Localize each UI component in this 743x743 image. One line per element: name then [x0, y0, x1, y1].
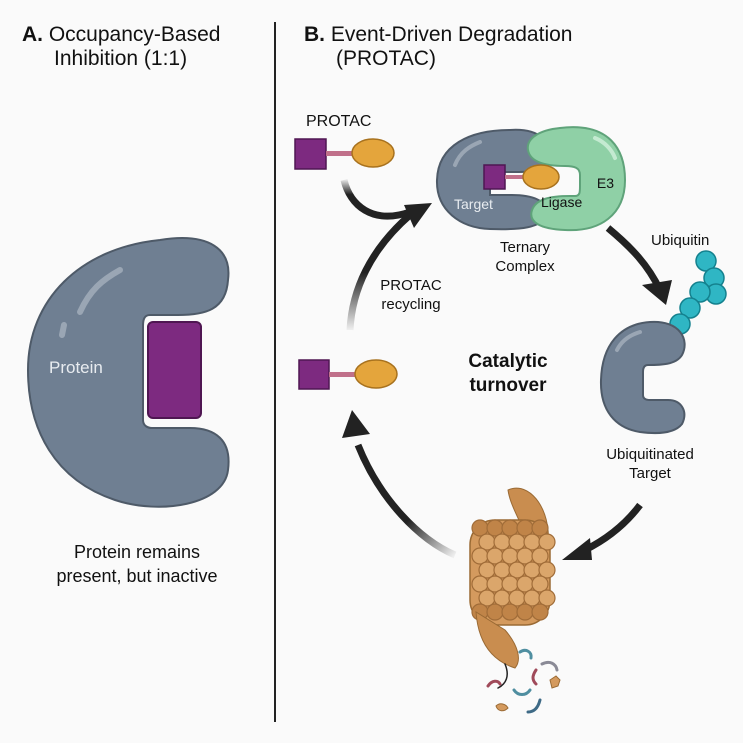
proteasome-subunit: [501, 603, 519, 621]
e3-label-line2: Ligase: [541, 194, 583, 210]
proteasome-subunit: [486, 603, 504, 621]
target-label: Target: [454, 196, 493, 212]
protein-label: Protein: [49, 358, 103, 377]
proteasome-subunit: [531, 603, 549, 621]
recycling-line1: PROTAC: [380, 277, 442, 294]
ternary-complex: [435, 126, 627, 232]
inhibitor-block: [147, 321, 202, 419]
ubiquitinated-line1: Ubiquitinated: [606, 446, 694, 463]
panel-b-letter: B.: [304, 23, 325, 46]
protac-molecule-top: [294, 138, 395, 170]
ubiquitinated-line2: Target: [629, 465, 671, 482]
proteasome: [469, 487, 556, 669]
panel-b-title-line1: Event-Driven Degradation: [330, 23, 573, 46]
ternary-complex-label: Ternary Complex: [470, 238, 580, 276]
caption-line1: Protein remains: [73, 542, 201, 562]
panel-b-title: B. Event-Driven Degradation: [304, 22, 572, 47]
protein-shape: [26, 237, 230, 508]
arrow-complex-to-ubiquitinated: [605, 225, 672, 305]
protac-molecule-recycled: [298, 359, 398, 390]
proteasome-subunit: [538, 561, 556, 579]
panel-a-title-line2: Inhibition (1:1): [54, 47, 188, 70]
panel-a-title: A. Occupancy-Based: [22, 22, 220, 47]
ubiquitinated-target-label: Ubiquitinated Target: [590, 445, 710, 483]
proteasome-subunit: [516, 603, 534, 621]
proteasome-subunit: [531, 575, 549, 593]
ubiquitin-label: Ubiquitin: [651, 232, 710, 249]
caption-line2: present, but inactive: [56, 566, 218, 586]
panel-a-caption: Protein remains present, but inactive: [0, 540, 274, 588]
peptide-fragments: [486, 648, 561, 714]
center-line2: turnover: [469, 375, 547, 396]
e3-label-line1: E3: [596, 175, 614, 191]
center-line1: Catalytic: [468, 351, 548, 372]
proteasome-subunit: [538, 589, 556, 607]
panel-b-title-line2: (PROTAC): [336, 47, 436, 70]
catalytic-turnover-label: Catalytic turnover: [448, 350, 568, 398]
proteasome-subunit: [538, 533, 556, 551]
arrow-proteasome-to-protac: [342, 410, 457, 559]
proteasome-subunit: [531, 547, 549, 565]
proteasome-subunit: [531, 519, 549, 537]
panel-a-letter: A.: [22, 23, 43, 46]
panel-divider: [274, 22, 276, 722]
ubiquitin-chain: [669, 250, 727, 335]
ternary-line2: Complex: [495, 258, 555, 275]
protac-recycling-label: PROTAC recycling: [366, 276, 456, 314]
arrow-recycling: [346, 203, 432, 331]
ternary-line1: Ternary: [499, 239, 551, 256]
arrow-to-proteasome: [562, 502, 643, 560]
recycling-line2: recycling: [381, 296, 441, 313]
arrow-protac-to-complex: [340, 179, 412, 220]
protac-label: PROTAC: [306, 113, 372, 130]
ubiquitinated-target: [599, 320, 686, 434]
e3-ligase-label: E3: [574, 175, 614, 192]
panel-a-title-line1: Occupancy-Based: [48, 23, 221, 46]
